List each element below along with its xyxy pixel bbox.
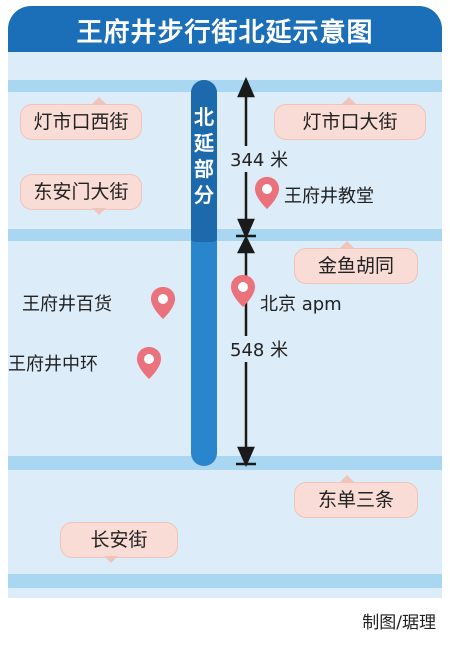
north-extension-char: 北	[194, 105, 214, 129]
street-label-dongdan-santiao: 东单三条	[294, 482, 418, 518]
street-label-dengshikou-west: 灯市口西街	[20, 104, 142, 140]
label-pointer	[340, 241, 354, 248]
map-title: 王府井步行街北延示意图	[76, 18, 374, 48]
arrow-down-icon	[237, 218, 255, 240]
map-pin-icon	[151, 287, 175, 319]
arrow-down-icon	[237, 446, 255, 468]
label-pointer	[342, 97, 356, 104]
landmark-department-store: 王府井百货	[22, 294, 112, 315]
label-pointer	[104, 556, 118, 563]
street-changan-band	[8, 574, 442, 588]
label-pointer	[92, 97, 106, 104]
arrow-up-icon	[237, 76, 255, 98]
street-dengshikou-band	[8, 80, 442, 92]
north-extension-char: 分	[194, 183, 214, 207]
title-bar: 王府井步行街北延示意图	[8, 6, 442, 52]
landmark-in88: 王府井中环	[8, 354, 98, 375]
street-label-dengshikou-main: 灯市口大街	[274, 104, 426, 140]
south-distance: 548 米	[228, 336, 291, 362]
landmark-apm: 北京 apm	[260, 294, 342, 315]
street-label-jinyu-hutong: 金鱼胡同	[294, 248, 418, 284]
north-extension-char: 部	[194, 157, 214, 181]
label-pointer	[340, 475, 354, 482]
landmark-church: 王府井教堂	[284, 186, 374, 207]
north-distance: 344 米	[228, 146, 291, 172]
north-extension-strip	[191, 80, 217, 242]
credit: 制图/琚理	[362, 613, 436, 633]
arrow-up-icon	[236, 235, 256, 254]
label-pointer	[92, 208, 106, 215]
map-pin-icon	[137, 347, 161, 379]
north-extension-char: 延	[194, 131, 214, 155]
map-pin-icon	[231, 275, 255, 307]
street-dongdan-band	[8, 456, 442, 470]
street-label-dongan-men: 东安门大街	[20, 174, 142, 210]
street-label-changan: 长安街	[60, 522, 178, 558]
north-extension-label: 北 延 部 分	[191, 104, 217, 208]
street-dongan-band	[8, 229, 442, 241]
map-pin-icon	[255, 177, 279, 209]
